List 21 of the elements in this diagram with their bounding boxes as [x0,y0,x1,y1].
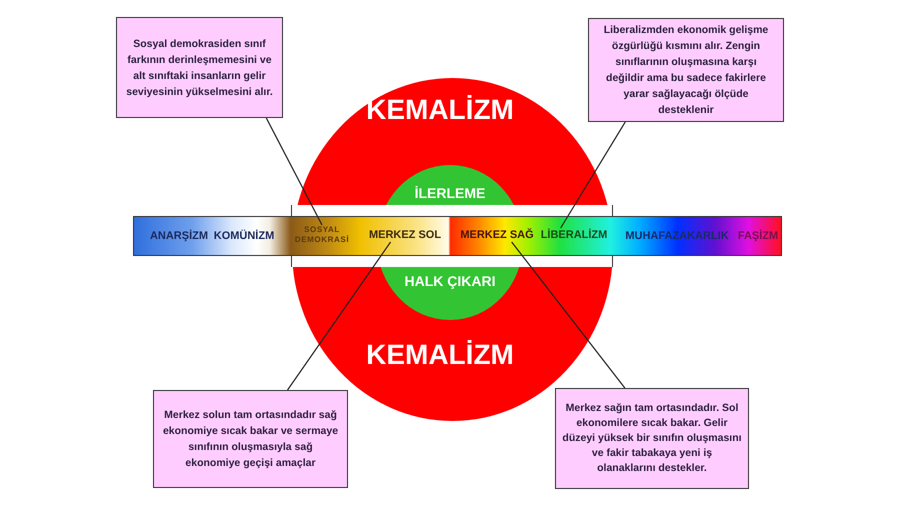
spectrum-bar [133,216,782,256]
circle-title: KEMALİZM [366,94,514,126]
circle-label: İLERLEME [414,184,486,202]
callout-text: Merkez solun tam ortasındadır sağ ekonomiye sıcak bakar ve sermaye sınıfının oluşmasıyla sağ ekonomiye geçişi amaçlar [162,408,340,471]
circle-title: KEMALİZM [366,339,514,371]
callout-text: Sosyal demokrasiden sınıf farkının derinleşmemesini ve alt sınıftaki insanların gelir seviyesinin yükselmesini alır. [125,36,274,100]
callout-box [588,18,784,122]
callout-box [116,17,283,118]
spectrum-label: ANARŞİZM [150,229,208,243]
leader-line [560,122,626,228]
callout-box [555,388,749,489]
spectrum-label: SOSYAL DEMOKRASİ [294,225,350,245]
leader-line [511,242,626,388]
callout-text: Liberalizmden ekonomik gelişme özgürlüğü kısmını alır. Zengin sınıflarının oluşmasına karşı değildir ama bu sadece fakirlere yarar sağlayacağı ölçüde desteklenir [602,23,770,118]
spectrum-label: MERKEZ SOL [368,228,442,242]
leader-line [287,242,392,390]
circle-label: HALK ÇIKARI [404,272,496,290]
spectrum-label: MERKEZ SAĞ [460,228,534,242]
callout-box [153,390,348,488]
callout-text: Merkez sağın tam ortasındadır. Sol ekonomilere sıcak bakar. Gelir düzeyi yüksek bir sınıfın oluşmasını ve fakir tabakaya yeni iş olanaklarını destekler. [562,401,742,476]
spectrum-label: KOMÜNİZM [214,229,274,243]
